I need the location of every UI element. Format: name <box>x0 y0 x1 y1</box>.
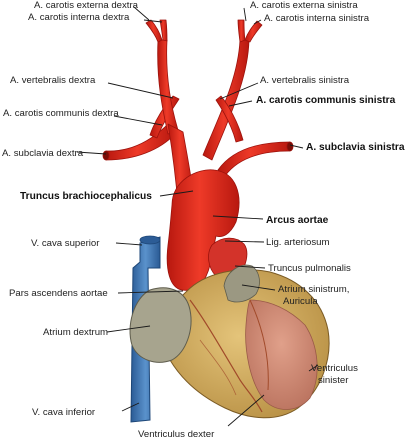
label-carotis-interna-dextra: A. carotis interna dextra <box>28 12 130 23</box>
label-atrium-sinistrum: Atrium sinistrum, <box>278 284 349 295</box>
label-vertebralis-sinistra: A. vertebralis sinistra <box>260 75 350 86</box>
label-subclavia-dextra: A. subclavia dextra <box>2 148 84 159</box>
label-arcus-aortae: Arcus aortae <box>266 215 329 226</box>
label-ventriculus-dexter: Ventriculus dexter <box>138 429 215 440</box>
label-carotis-interna-sinistra: A. carotis interna sinistra <box>264 13 370 24</box>
label-auricula: Auricula <box>283 296 318 307</box>
arterial-tree <box>102 19 294 291</box>
label-subclavia-sinistra: A. subclavia sinistra <box>306 142 405 153</box>
label-cava-superior: V. cava superior <box>31 238 100 249</box>
label-truncus-brachiocephalicus: Truncus brachiocephalicus <box>20 191 152 202</box>
heart <box>129 237 330 419</box>
label-carotis-externa-dextra: A. carotis externa dextra <box>34 0 139 11</box>
label-pars-ascendens-aortae: Pars ascendens aortae <box>9 288 108 299</box>
label-cava-inferior: V. cava inferior <box>32 407 96 418</box>
label-ventriculus: Ventriculus <box>311 363 358 374</box>
label-carotis-externa-sinistra: A. carotis externa sinistra <box>250 0 358 11</box>
label-carotis-communis-dextra: A. carotis communis dextra <box>3 108 119 119</box>
label-truncus-pulmonalis: Truncus pulmonalis <box>268 263 351 274</box>
label-vertebralis-dextra: A. vertebralis dextra <box>10 75 96 86</box>
leader-lines <box>76 6 319 427</box>
label-carotis-communis-sinistra: A. carotis communis sinistra <box>256 95 396 106</box>
label-atrium-dextrum: Atrium dextrum <box>43 327 108 338</box>
label-lig-arteriosum: Lig. arteriosum <box>266 237 329 248</box>
label-sinister: sinister <box>318 375 349 386</box>
